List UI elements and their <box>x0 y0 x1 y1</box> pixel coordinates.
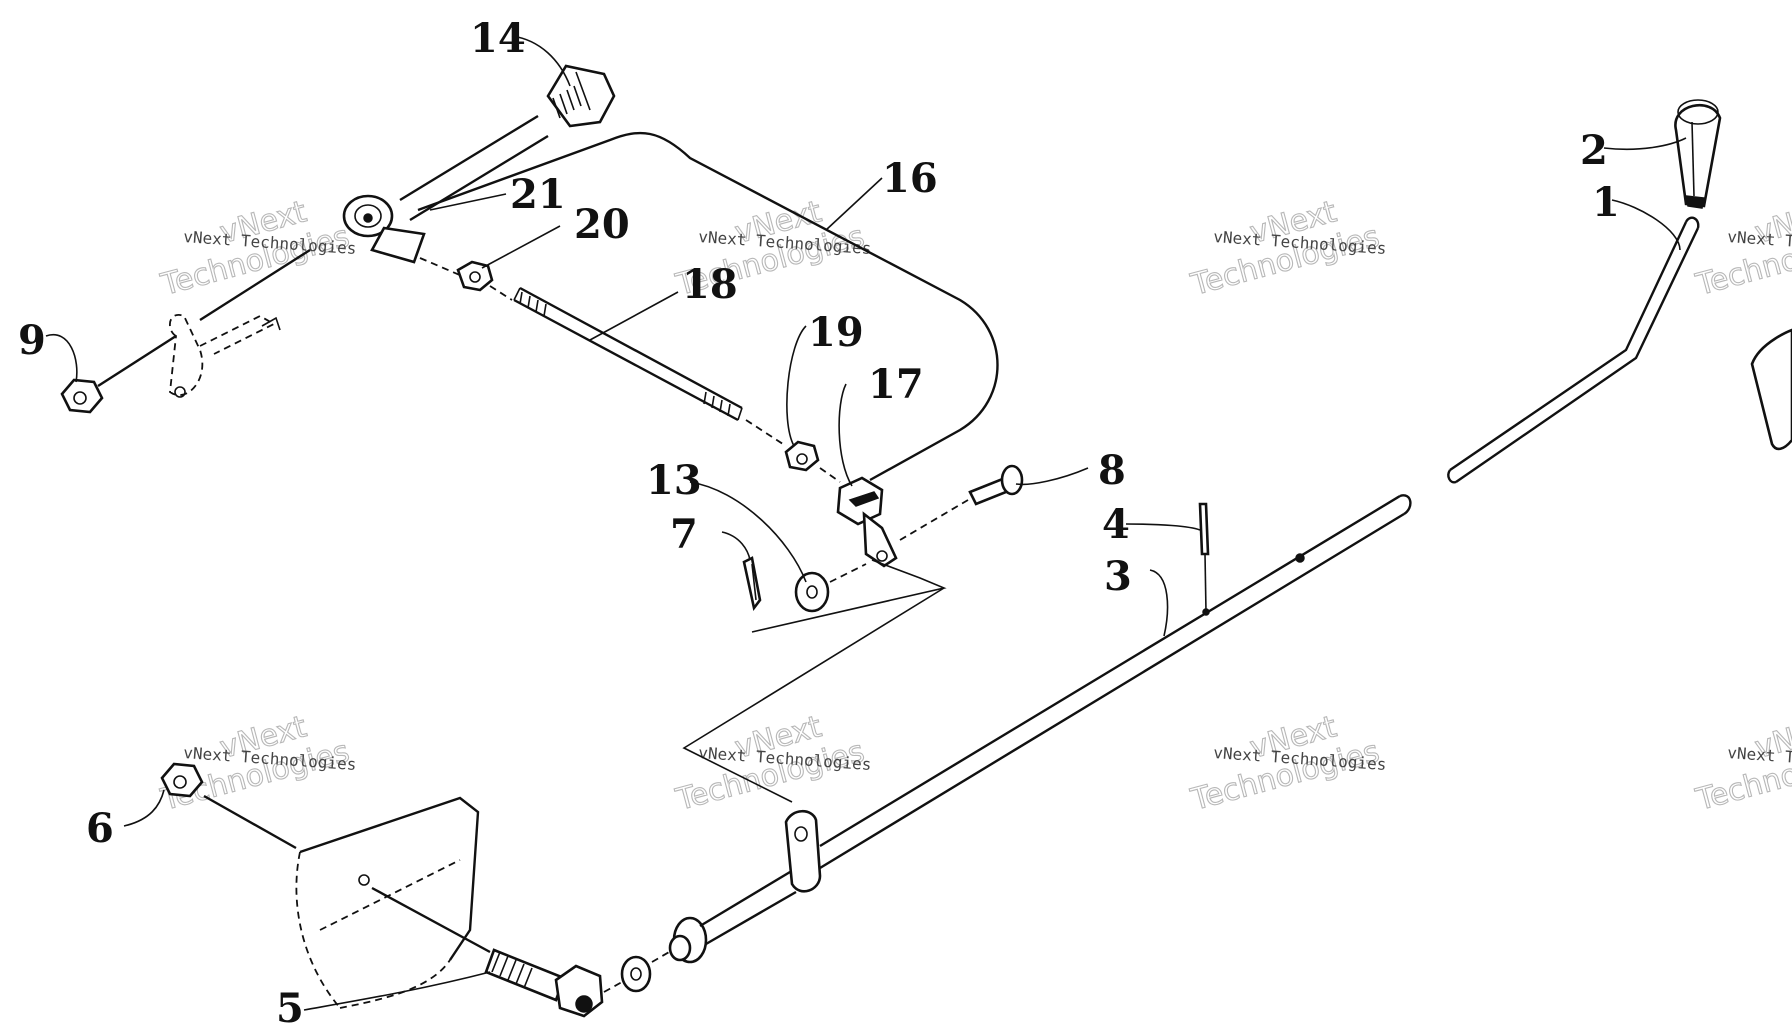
partial-component-right <box>1750 328 1792 451</box>
callout-1: 1 <box>1592 179 1620 226</box>
part-4-roll-pin <box>1198 502 1210 613</box>
part-8-clevis-pin <box>899 464 1024 541</box>
washer-lower <box>603 947 677 993</box>
part-7-cotter-pin <box>742 556 762 612</box>
callout-labels: 1 2 3 4 5 6 7 8 9 13 14 16 17 18 19 20 2… <box>18 15 1620 1024</box>
callout-3: 3 <box>1104 553 1132 600</box>
bolt-threads <box>491 951 533 989</box>
callout-19: 19 <box>808 309 864 356</box>
part-16-cable <box>417 131 999 482</box>
part-6-nut <box>160 762 297 850</box>
callout-6: 6 <box>86 805 114 852</box>
rod-threads <box>519 291 731 417</box>
part-13-washer <box>794 563 867 613</box>
part-19-nut <box>784 440 841 483</box>
callout-13: 13 <box>646 457 702 504</box>
callout-leaders <box>45 35 1687 1011</box>
leader-bracket <box>751 559 947 633</box>
assembly-bracket <box>682 587 945 803</box>
callout-21: 21 <box>510 171 566 218</box>
part-18-threaded-rod <box>513 286 787 447</box>
callout-17: 17 <box>868 361 924 408</box>
callout-7: 7 <box>670 511 698 558</box>
part-17-clamp <box>836 476 898 568</box>
callout-14: 14 <box>470 15 526 62</box>
part-1-lever-rod <box>1447 216 1700 484</box>
callout-18: 18 <box>682 261 738 308</box>
shaft-end-pivot <box>668 870 797 964</box>
bracket-left <box>169 314 281 398</box>
partial-component-right-edge <box>1751 363 1773 445</box>
callout-16: 16 <box>882 155 938 202</box>
part-3-shaft <box>784 494 1412 893</box>
callout-20: 20 <box>574 201 630 248</box>
bracket-lower <box>295 796 491 1009</box>
part-9-nut <box>60 248 311 414</box>
callout-8: 8 <box>1098 447 1126 494</box>
callout-9: 9 <box>18 317 46 364</box>
callout-5: 5 <box>276 985 304 1024</box>
callout-2: 2 <box>1580 127 1608 174</box>
callout-4: 4 <box>1102 501 1130 548</box>
part-14-bolt <box>399 64 616 222</box>
watermark-grid: vNext Technologies vNext Technologies vN… <box>156 194 1792 819</box>
part-2-knob <box>1674 99 1722 209</box>
part-21-rod-end <box>342 194 463 277</box>
part-20-nut <box>456 260 513 301</box>
bolt-threads <box>552 85 582 119</box>
part-5-bolt <box>484 948 604 1018</box>
